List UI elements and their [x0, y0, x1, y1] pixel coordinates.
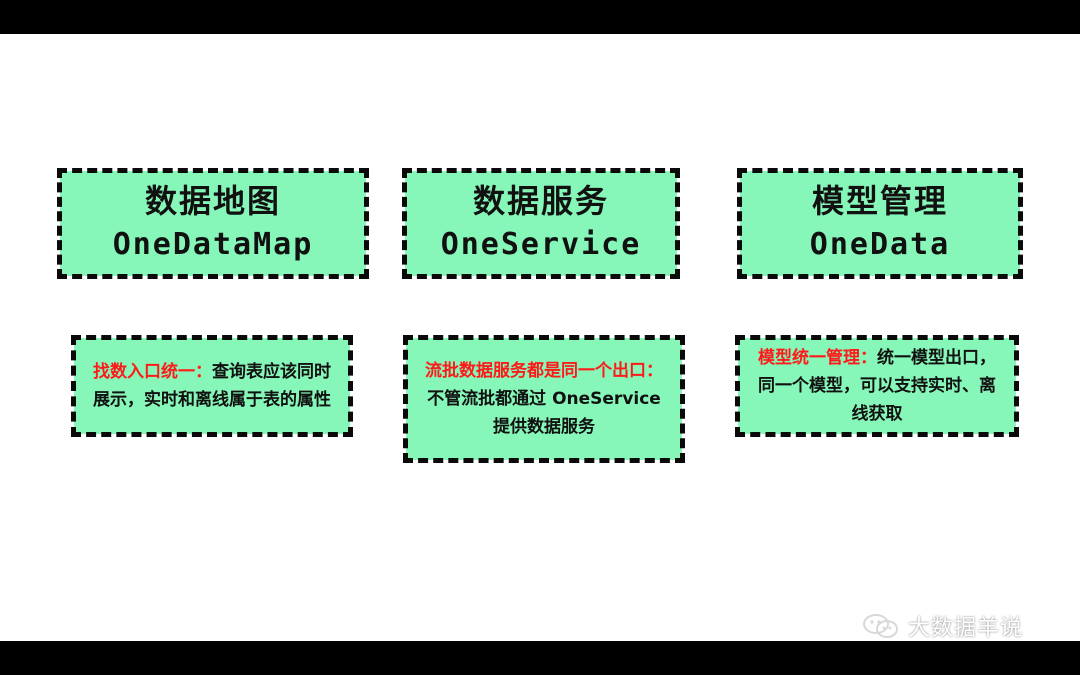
module-title-cn: 数据地图 — [144, 182, 281, 221]
module-desc: 模型统一管理：统一模型出口，同一个模型，可以支持实时、离线获取 — [750, 344, 1004, 428]
module-desc-box-service: 流批数据服务都是同一个出口： 不管流批都通过 OneService 提供数据服务 — [403, 335, 685, 463]
module-title-box-datamap: 数据地图 OneDataMap — [57, 168, 369, 279]
module-title-en: OneData — [809, 227, 951, 263]
slide-canvas: 数据地图 OneDataMap 数据服务 OneService 模型管理 One… — [0, 34, 1080, 641]
module-desc-box-datamap: 找数入口统一：查询表应该同时展示，实时和离线属于表的属性 — [71, 335, 353, 437]
module-title-cn: 数据服务 — [472, 182, 609, 221]
module-desc: 找数入口统一：查询表应该同时展示，实时和离线属于表的属性 — [86, 358, 338, 414]
module-title-box-service: 数据服务 OneService — [402, 168, 680, 279]
module-title-en: OneService — [440, 227, 642, 263]
wechat-icon — [863, 614, 898, 638]
watermark: 大数据羊说 — [862, 610, 1023, 642]
bottom-letterbox — [0, 641, 1080, 675]
desc-text: 查询表应该同时展示，实时和离线属于表的属性 — [93, 362, 331, 410]
desc-text: 不管流批都通过 OneService 提供数据服务 — [427, 389, 661, 437]
desc-highlight: 流批数据服务都是同一个出口： — [425, 361, 663, 381]
module-title-cn: 模型管理 — [811, 182, 948, 221]
desc-text: 统一模型出口，同一个模型，可以支持实时、离线获取 — [758, 348, 996, 424]
top-letterbox — [0, 0, 1080, 34]
module-title-box-model: 模型管理 OneData — [737, 168, 1023, 279]
desc-highlight: 模型统一管理： — [758, 348, 877, 368]
desc-highlight: 找数入口统一： — [93, 362, 212, 382]
module-title-en: OneDataMap — [112, 227, 314, 263]
module-desc: 流批数据服务都是同一个出口： 不管流批都通过 OneService 提供数据服务 — [418, 357, 670, 441]
module-desc-box-model: 模型统一管理：统一模型出口，同一个模型，可以支持实时、离线获取 — [735, 335, 1019, 437]
watermark-text: 大数据羊说 — [908, 616, 1024, 641]
